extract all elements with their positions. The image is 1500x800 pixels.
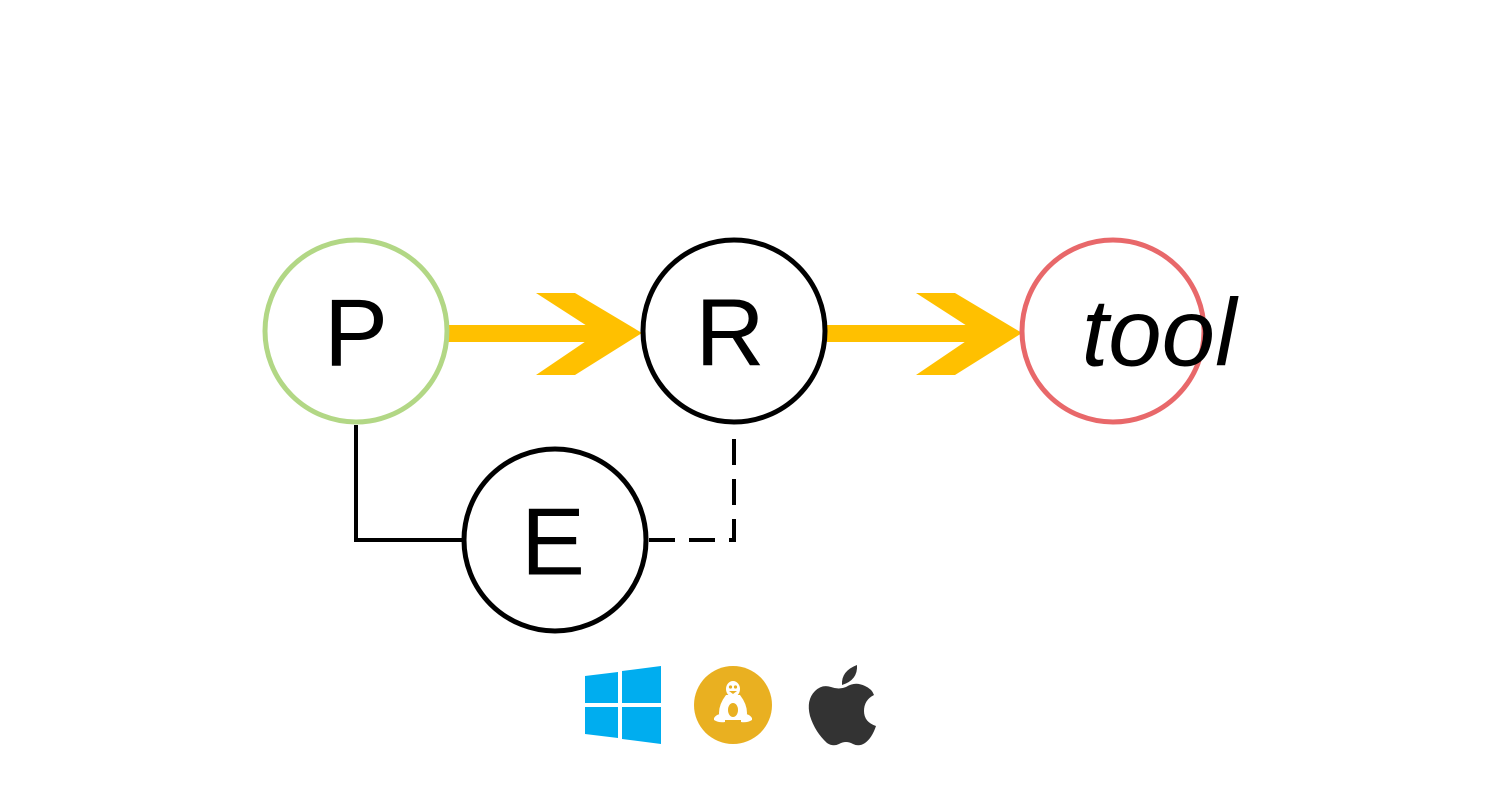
arrow-shaft xyxy=(448,325,618,342)
arrow-r-to-tool xyxy=(827,293,1022,375)
node-e: E xyxy=(461,446,649,634)
connector-e-to-r xyxy=(649,425,736,542)
node-r: R xyxy=(640,237,828,425)
windows-icon xyxy=(585,666,661,744)
node-r-circle xyxy=(640,237,828,425)
node-e-circle xyxy=(461,446,649,634)
node-p-label: P xyxy=(324,280,388,387)
apple-icon xyxy=(808,665,876,746)
arrow-shaft xyxy=(827,325,997,342)
node-p: P xyxy=(262,237,450,425)
node-tool-circle xyxy=(1019,237,1207,425)
node-tool: tool xyxy=(1019,237,1239,425)
platform-icons xyxy=(585,665,876,746)
node-tool-label: tool xyxy=(1082,280,1239,387)
arrow-chevron-head xyxy=(916,293,1022,375)
arrow-chevron-head xyxy=(536,293,642,375)
node-e-label: E xyxy=(521,489,585,596)
node-r-label: R xyxy=(695,280,764,387)
node-p-circle xyxy=(262,237,450,425)
linux-icon xyxy=(694,666,772,744)
connector-p-to-e xyxy=(354,425,463,542)
arrow-p-to-r xyxy=(448,293,642,375)
